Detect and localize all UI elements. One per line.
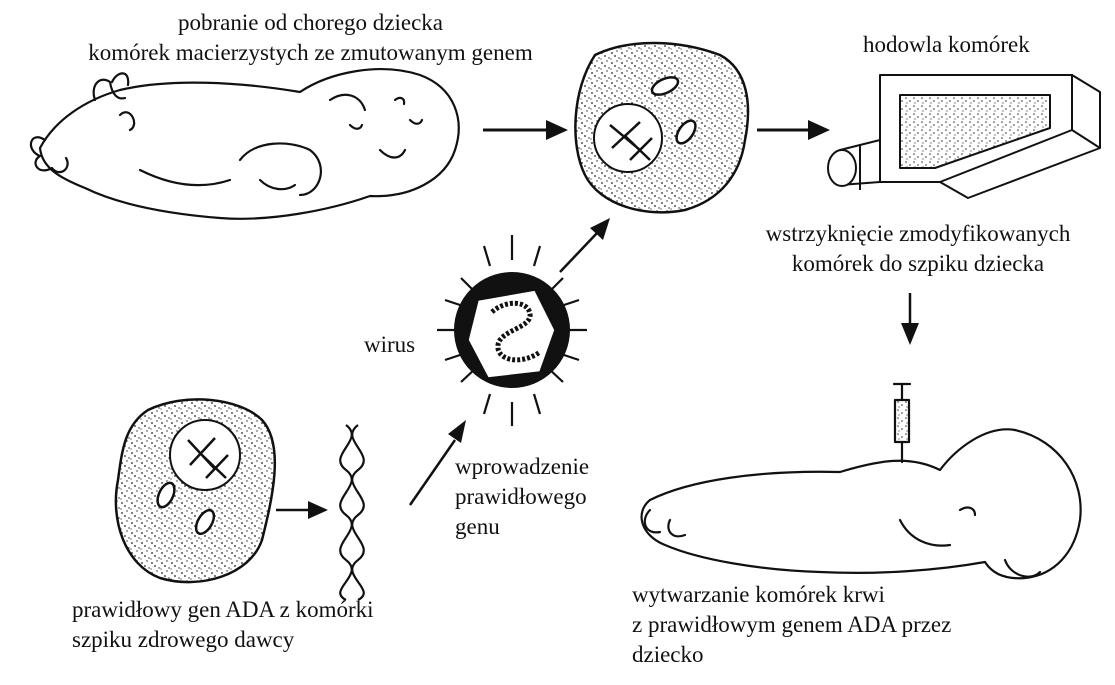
sick-baby-illustration [31, 69, 459, 219]
treated-baby-illustration [642, 384, 1081, 578]
dna-helix-icon [340, 425, 364, 600]
arrow-to-culture [757, 120, 830, 140]
culture-flask-icon [828, 75, 1100, 198]
arrow-to-stem-cell [483, 120, 568, 140]
patient-stem-cell [575, 43, 748, 212]
donor-cell [116, 399, 275, 582]
virus-icon [437, 235, 587, 426]
arrow-virus-to-cell [560, 218, 610, 272]
arrow-gene-to-virus [410, 420, 466, 505]
arrow-to-injection [901, 293, 919, 345]
arrow-to-gene [276, 501, 328, 519]
